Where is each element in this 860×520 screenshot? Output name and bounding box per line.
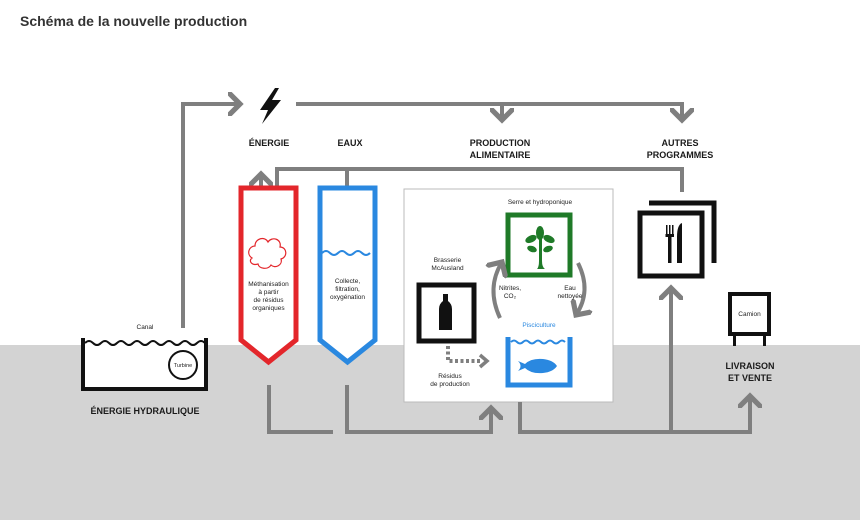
bottle-icon [439,294,452,330]
label-energie-hydraulique: ÉNERGIE HYDRAULIQUE [90,406,200,416]
arrow-food-to-delivery [518,396,750,434]
greenhouse-box [505,212,573,278]
lightning-bolt-icon [260,88,281,124]
label-camion: Camion [738,311,761,318]
label-eaux: EAUX [337,138,363,148]
cloud-icon [248,237,287,269]
label-nitrites: Nitrites,CO₂ [498,285,522,300]
truck-icon [728,292,771,346]
label-production-alimentaire: PRODUCTION ALIMENTAIRE [469,138,531,160]
brasserie-box [416,282,477,344]
label-energie: ÉNERGIE [248,138,290,148]
fork-knife-icon [665,223,682,263]
methanisation-tank [238,185,299,366]
arrow-methane-bottom [267,385,333,434]
pisciculture-tank [505,337,573,388]
arrow-energy-to-programs [502,102,682,120]
water-wave-icon [321,250,371,256]
label-pisciculture: Pisciculture [522,322,556,329]
label-serre: Serre et hydroponique [507,199,573,206]
canal-basin [81,338,208,391]
restaurant-box [637,200,717,279]
page-title: Schéma de la nouvelle production [20,13,248,29]
arrow-nitrites [493,262,502,319]
fish-icon [518,358,557,374]
water-tank [317,185,378,366]
label-autres-programmes: AUTRES PROGRAMMES [646,138,714,160]
arrow-water-to-food [345,385,491,434]
plant-icon [525,226,555,269]
arrow-eau-nettoyee [576,262,585,315]
water-treatment-text: Collecte,filtration,oxygénation [329,278,366,301]
turbine-icon [168,350,198,380]
label-turbine: Turbine [173,363,193,369]
arrow-canal-to-energy [181,104,240,328]
label-canal: Canal [136,324,154,331]
arrow-energy-to-food [296,102,502,120]
